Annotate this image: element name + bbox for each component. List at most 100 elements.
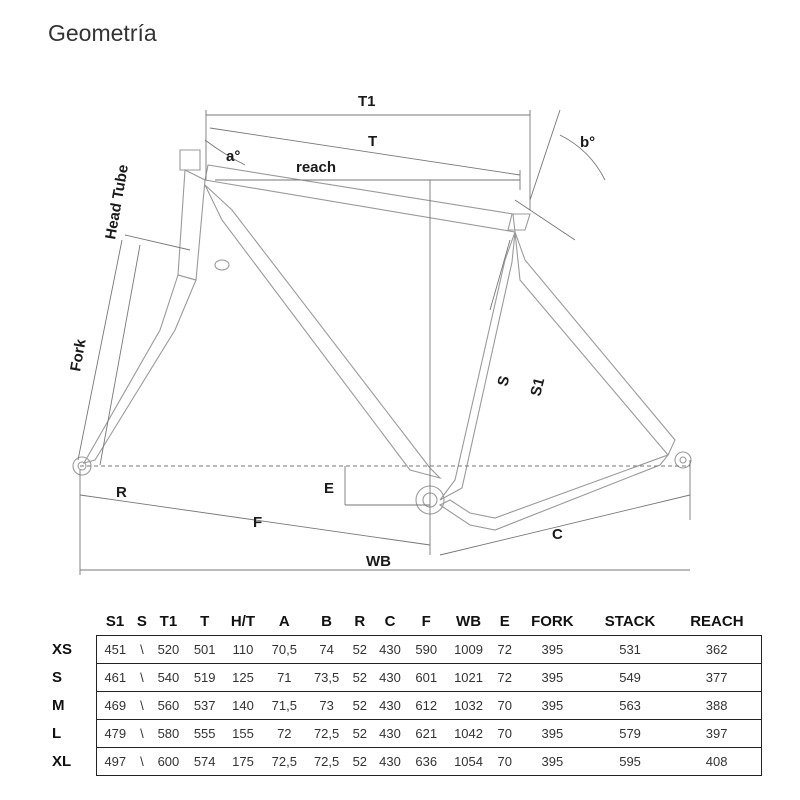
column-header: T1 — [159, 612, 178, 630]
label-reach: reach — [296, 159, 336, 176]
table-cell: 574 — [186, 747, 223, 776]
column-header: E — [499, 612, 510, 630]
head-tube — [177, 169, 206, 281]
table-cell: 70 — [492, 719, 517, 748]
table-cell: 430 — [371, 691, 409, 720]
column-header: S — [136, 612, 147, 630]
label-t: T — [368, 133, 377, 150]
steerer — [179, 149, 201, 171]
column-header: F — [421, 612, 431, 630]
table-cell: 636 — [408, 747, 445, 776]
table-cell: 377 — [672, 663, 763, 692]
label-t1: T1 — [358, 93, 376, 110]
column-header: R — [354, 612, 366, 630]
column-header: C — [384, 612, 396, 630]
table-cell: \ — [133, 747, 151, 776]
size-label: M — [52, 697, 65, 714]
table-cell: 600 — [150, 747, 187, 776]
table-cell: 72,5 — [263, 747, 306, 776]
table-cell: 497 — [95, 747, 134, 776]
table-cell: 430 — [371, 747, 409, 776]
table-cell: 72 — [263, 719, 306, 748]
seat-tube — [439, 231, 516, 501]
table-cell: 74 — [305, 635, 348, 664]
fork-blade — [82, 274, 197, 464]
table-cell: 72,5 — [305, 747, 348, 776]
table-cell: 52 — [347, 663, 372, 692]
table-cell: 531 — [587, 635, 673, 664]
column-header: WB — [456, 612, 482, 630]
table-cell: 125 — [222, 663, 264, 692]
table-cell: 537 — [186, 691, 223, 720]
chain-stay — [438, 453, 670, 531]
table-cell: 590 — [408, 635, 445, 664]
table-cell: 140 — [222, 691, 264, 720]
table-cell: 70 — [492, 691, 517, 720]
column-header: FORK — [531, 612, 574, 630]
column-header: B — [321, 612, 333, 630]
table-cell: 110 — [222, 635, 264, 664]
column-header: STACK — [604, 612, 656, 630]
table-cell: \ — [133, 691, 151, 720]
table-cell: 395 — [516, 719, 588, 748]
table-cell: 430 — [371, 719, 409, 748]
top-tube — [204, 164, 516, 233]
down-tube — [204, 184, 442, 480]
label-s: S — [494, 374, 513, 388]
table-cell: 1009 — [444, 635, 493, 664]
table-cell: 540 — [150, 663, 187, 692]
table-cell: 461 — [95, 663, 134, 692]
table-cell: 519 — [186, 663, 223, 692]
table-cell: \ — [133, 719, 151, 748]
table-cell: 549 — [587, 663, 673, 692]
table-cell: 155 — [222, 719, 264, 748]
table-cell: 579 — [587, 719, 673, 748]
table-cell: \ — [133, 635, 151, 664]
table-cell: 175 — [222, 747, 264, 776]
table-cell: 451 — [95, 635, 134, 664]
label-fork: Fork — [67, 337, 90, 373]
logo-badge — [214, 259, 230, 271]
page-title: Geometría — [48, 20, 157, 46]
table-cell: 612 — [408, 691, 445, 720]
column-header: T — [200, 612, 210, 630]
table-cell: 408 — [672, 747, 763, 776]
table-cell: 595 — [587, 747, 673, 776]
size-label: XL — [52, 753, 72, 770]
frame-geometry-diagram: T1 T a° b° reach Head Tube Fork S S1 E R… — [67, 93, 692, 575]
size-label: S — [52, 669, 63, 686]
column-header: A — [278, 612, 290, 630]
table-cell: 397 — [672, 719, 763, 748]
table-cell: 1054 — [444, 747, 493, 776]
table-cell: 72 — [492, 663, 517, 692]
table-cell: 469 — [95, 691, 134, 720]
table-cell: 430 — [371, 663, 409, 692]
seat-stay — [514, 231, 676, 457]
table-cell: 580 — [150, 719, 187, 748]
table-cell: 520 — [150, 635, 187, 664]
label-head-tube: Head Tube — [102, 163, 132, 240]
table-cell: 52 — [347, 691, 372, 720]
table-cell: 560 — [150, 691, 187, 720]
table-cell: 73,5 — [305, 663, 348, 692]
label-r: R — [116, 484, 127, 501]
label-a-angle: a° — [226, 148, 240, 165]
table-cell: 71 — [263, 663, 306, 692]
table-cell: 52 — [347, 635, 372, 664]
label-c: C — [552, 526, 563, 543]
table-cell: 1021 — [444, 663, 493, 692]
table-cell: 479 — [95, 719, 134, 748]
table-cell: 395 — [516, 663, 588, 692]
size-label: XS — [52, 641, 73, 658]
table-cell: 395 — [516, 691, 588, 720]
column-header: S1 — [105, 612, 125, 630]
size-label: L — [52, 725, 62, 742]
table-cell: 73 — [305, 691, 348, 720]
table-cell: 621 — [408, 719, 445, 748]
label-b-angle: b° — [580, 134, 595, 151]
table-cell: 52 — [347, 719, 372, 748]
